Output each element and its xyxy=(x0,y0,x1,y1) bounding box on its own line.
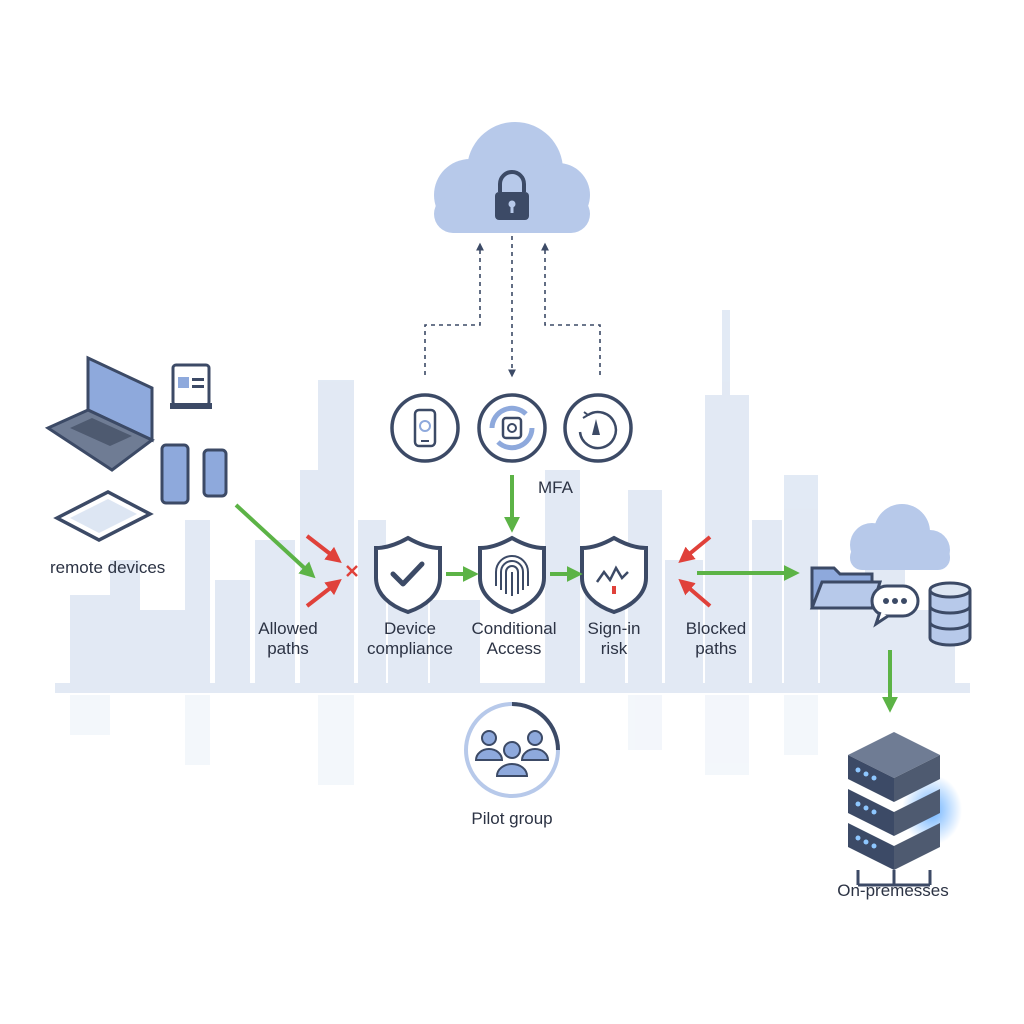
sync-icon xyxy=(489,405,535,451)
server-icon xyxy=(848,732,940,887)
blocked-arrow-upper-right xyxy=(678,535,712,564)
id-card-icon xyxy=(170,363,212,409)
shield-fingerprint-icon xyxy=(478,535,546,615)
laptop-icon xyxy=(44,355,155,472)
dashed-connectors xyxy=(424,236,601,378)
risk-timer-node xyxy=(563,393,633,463)
conditional-access-shield xyxy=(478,535,546,615)
signin-risk-shield xyxy=(580,535,648,615)
blocked-paths-label-line2: paths xyxy=(695,639,737,658)
phone-verification-node xyxy=(390,393,460,463)
sync-verification-node xyxy=(477,393,547,463)
city-skyline xyxy=(55,310,970,693)
device-compliance-label-line2: compliance xyxy=(367,639,453,658)
signin-risk-label-line1: Sign-in xyxy=(587,619,641,638)
device-compliance-shield xyxy=(374,535,442,615)
on-premises-server xyxy=(848,732,962,887)
database-icon xyxy=(928,581,972,647)
conditional-access-label-line2: Access xyxy=(486,639,542,658)
users-icon xyxy=(474,730,550,777)
cloud-security-node xyxy=(434,122,590,233)
small-cloud-icon xyxy=(850,504,950,570)
tablet-icon xyxy=(53,490,154,542)
lock-icon xyxy=(495,170,529,220)
blocked-x-icon xyxy=(346,565,358,577)
phone-device-icon xyxy=(160,443,228,505)
mfa-label: MFA xyxy=(538,478,573,497)
allowed-arrow-left xyxy=(234,503,316,579)
shield-check-icon xyxy=(374,535,442,615)
blocked-arrow-upper-left xyxy=(305,534,342,563)
phone-icon xyxy=(413,408,437,448)
blocked-arrow-lower-right xyxy=(678,578,712,608)
device-compliance-label-line1: Device xyxy=(384,619,436,638)
remote-devices-group xyxy=(44,355,228,542)
blocked-paths-label-line1: Blocked xyxy=(685,619,747,638)
remote-devices-label: remote devices xyxy=(50,558,166,577)
shield-alert-icon xyxy=(580,535,648,615)
pilot-group-node xyxy=(464,702,560,798)
signin-risk-label-line2: risk xyxy=(600,639,628,658)
allowed-paths-label-line2: paths xyxy=(267,639,309,658)
cloud-resources-group xyxy=(809,504,972,647)
conditional-access-label-line1: Conditional xyxy=(471,619,557,638)
on-premises-label: On-premesses xyxy=(837,881,949,900)
chat-icon xyxy=(870,584,920,628)
folder-icon xyxy=(809,566,883,610)
timer-icon xyxy=(578,410,618,450)
blocked-arrow-lower-left xyxy=(305,579,342,608)
skyline-reflection xyxy=(70,695,818,785)
pilot-group-label: Pilot group xyxy=(471,809,553,828)
allowed-paths-label-line1: Allowed xyxy=(258,619,318,638)
